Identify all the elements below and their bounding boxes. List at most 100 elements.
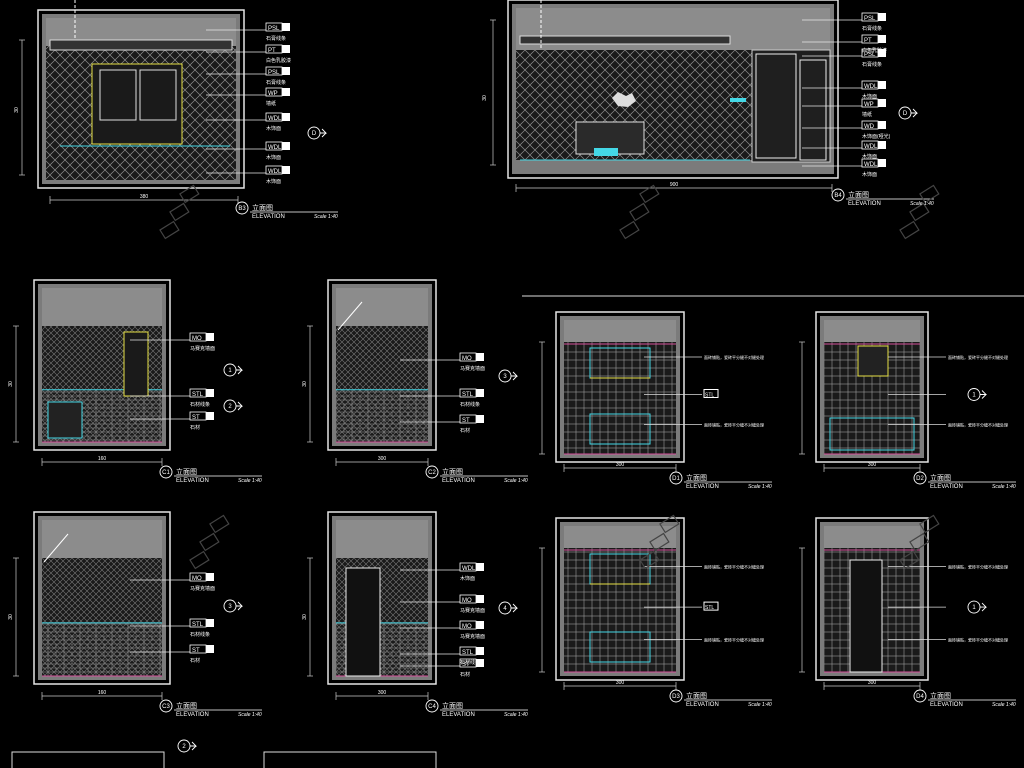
elev-d3-ceiling bbox=[564, 526, 676, 548]
elev-d3-title-cn: 立面图 bbox=[686, 691, 707, 700]
watermark-mark bbox=[899, 550, 920, 570]
elev-d4-title-id: D4 bbox=[916, 694, 924, 700]
elev-b4-tag-code: WDL bbox=[864, 144, 878, 150]
elev-b4-title-scale: Scale 1:40 bbox=[910, 201, 934, 207]
elev-c4-tag-desc: 马赛克墙面 bbox=[460, 607, 485, 614]
elev-d2-title-cn: 立面图 bbox=[930, 473, 951, 482]
elev-c4-tag-code: STL bbox=[462, 650, 474, 656]
elev-b4-tag-desc: 木饰面 bbox=[862, 93, 877, 100]
elev-c1-dim-value: 160 bbox=[98, 456, 107, 462]
elev-d2-title-en: ELEVATION bbox=[930, 484, 963, 490]
elev-b3-tag-desc: 白色乳胶漆 bbox=[266, 57, 291, 64]
elev-c4-door bbox=[345, 567, 381, 677]
elev-c4-tag-desc: 石材 bbox=[460, 671, 470, 678]
elev-b4-tag-code: PSL bbox=[864, 16, 876, 22]
elev-b4-tag-desc: 石膏线条 bbox=[862, 61, 882, 68]
elev-b3-callout-label: D bbox=[312, 131, 317, 137]
elev-c4-title-id: C4 bbox=[428, 704, 436, 710]
elev-c4-tag-code: WDL bbox=[462, 566, 476, 572]
elev-c1-callout-arrow bbox=[236, 401, 244, 411]
elev-c2-left-tick: 30 bbox=[302, 381, 308, 387]
elev-d1-title-id: D1 bbox=[672, 476, 680, 482]
elev-d1-title-en: ELEVATION bbox=[686, 484, 719, 490]
elev-b4-outer-frame bbox=[507, 0, 839, 179]
elev-c3-ceiling bbox=[42, 520, 162, 558]
elev-c4-tag-desc: 石材线条 bbox=[460, 659, 480, 666]
elev-d1-ceiling bbox=[564, 320, 676, 342]
elev-c4-tag-fill bbox=[476, 659, 484, 667]
elev-b3-title-id: B3 bbox=[238, 206, 246, 212]
elev-c1-tag-desc: 石材 bbox=[190, 424, 200, 431]
elev-b4-left-tick: 30 bbox=[482, 95, 488, 101]
elev-c4-tag-code: MO bbox=[462, 624, 472, 630]
elev-c1-title-en: ELEVATION bbox=[176, 478, 209, 484]
partial-callout-label: 2 bbox=[182, 744, 186, 750]
elev-b4-door bbox=[755, 53, 797, 159]
elev-d2-vanity bbox=[829, 417, 915, 451]
elev-d1-outer-frame bbox=[555, 311, 685, 463]
elev-b4-tag-fill bbox=[878, 141, 886, 149]
partial-callout-arrow bbox=[190, 741, 198, 751]
elev-c2-tag-code: MO bbox=[462, 356, 472, 362]
elev-c4-title-en: ELEVATION bbox=[442, 712, 475, 718]
elev-c4-dim-value: 300 bbox=[378, 690, 387, 696]
elev-d2-note: 面砖铺贴，瓷砖平分缝不对缝处理 bbox=[948, 354, 1008, 360]
elev-c3-callout-arrow bbox=[236, 601, 244, 611]
elev-d4-title-circle bbox=[913, 689, 927, 703]
elev-c1-cabinet bbox=[47, 401, 83, 439]
elev-b3-tag-desc: 木饰面 bbox=[266, 125, 281, 132]
elev-c4-tag-fill bbox=[476, 621, 484, 629]
watermark-mark bbox=[639, 550, 660, 570]
elev-c1-tag-code: MO bbox=[192, 336, 202, 342]
elev-d3-title-id: D3 bbox=[672, 694, 680, 700]
elev-b4-tag-desc: 木饰面(哑光) bbox=[862, 133, 891, 140]
elev-b3-tag-code: PSL bbox=[268, 70, 280, 76]
elev-c2-callout-label: 3 bbox=[503, 374, 507, 380]
elev-d3-title-scale: Scale 1:40 bbox=[748, 702, 772, 708]
elev-b3-left-tick: 30 bbox=[14, 107, 20, 113]
elev-c3-title-scale: Scale 1:40 bbox=[238, 712, 262, 718]
elev-d3-tag-code: STL bbox=[705, 605, 714, 611]
elev-c3-tag-code: STL bbox=[192, 622, 204, 628]
elev-b3-outer-frame bbox=[37, 9, 245, 189]
elev-b4-title-cn: 立面图 bbox=[848, 190, 869, 199]
elev-d3-tag-box bbox=[703, 601, 719, 611]
elev-d1-note: 面砖铺贴，瓷砖平分缝不对缝处理 bbox=[704, 354, 764, 360]
elev-b3-title-scale: Scale 1:40 bbox=[314, 214, 338, 220]
watermark-mark bbox=[899, 220, 920, 240]
watermark-mark bbox=[169, 202, 190, 222]
elev-c3-tag-code: MO bbox=[192, 576, 202, 582]
elev-c1-tag-code: ST bbox=[192, 415, 200, 421]
elev-b4-tag-fill bbox=[878, 81, 886, 89]
elev-b4-tag-code: PT bbox=[864, 38, 872, 44]
elev-d4-note: 面砖铺贴，瓷砖平分缝不对缝处理 bbox=[948, 637, 1008, 643]
elev-c3-tag-desc: 石材 bbox=[190, 657, 200, 664]
elev-c4-tag-fill bbox=[476, 595, 484, 603]
elev-d4-title-scale: Scale 1:40 bbox=[992, 702, 1016, 708]
elev-c1-tag-fill bbox=[206, 389, 214, 397]
watermark-mark bbox=[629, 202, 650, 222]
elev-d4-note: 面砖铺贴，瓷砖平分缝不对缝处理 bbox=[948, 564, 1008, 570]
elev-c1-title-circle bbox=[159, 465, 173, 479]
elev-c2-tag-fill bbox=[476, 389, 484, 397]
elev-d4-title-en: ELEVATION bbox=[930, 702, 963, 708]
elev-b3-title-cn: 立面图 bbox=[252, 203, 273, 212]
elev-b3-tag-desc: 石膏线条 bbox=[266, 79, 286, 86]
elev-c3-left-tick: 30 bbox=[8, 614, 14, 620]
elev-b3-tag-desc: 石膏线条 bbox=[266, 35, 286, 42]
elev-c2-ceiling bbox=[336, 288, 428, 326]
elev-c1-title-scale: Scale 1:40 bbox=[238, 478, 262, 484]
elev-b4-tag-fill bbox=[878, 49, 886, 57]
partial-frame-left bbox=[11, 751, 165, 768]
elev-c3-tag-fill bbox=[206, 645, 214, 653]
elev-c2-title-cn: 立面图 bbox=[442, 467, 463, 476]
elev-c4-tag-desc: 马赛克墙面 bbox=[460, 633, 485, 640]
elev-b4-dim-value: 900 bbox=[670, 182, 679, 188]
elev-c2-title-scale: Scale 1:40 bbox=[504, 478, 528, 484]
elev-b4-tag-fill bbox=[878, 13, 886, 21]
elev-c2-tag-desc: 石材线条 bbox=[460, 401, 480, 408]
elev-b4-tag-fill bbox=[878, 159, 886, 167]
elev-b3-tag-code: WDL bbox=[268, 145, 282, 151]
elev-d2-title-id: D2 bbox=[916, 476, 924, 482]
elev-c1-title-cn: 立面图 bbox=[176, 467, 197, 476]
